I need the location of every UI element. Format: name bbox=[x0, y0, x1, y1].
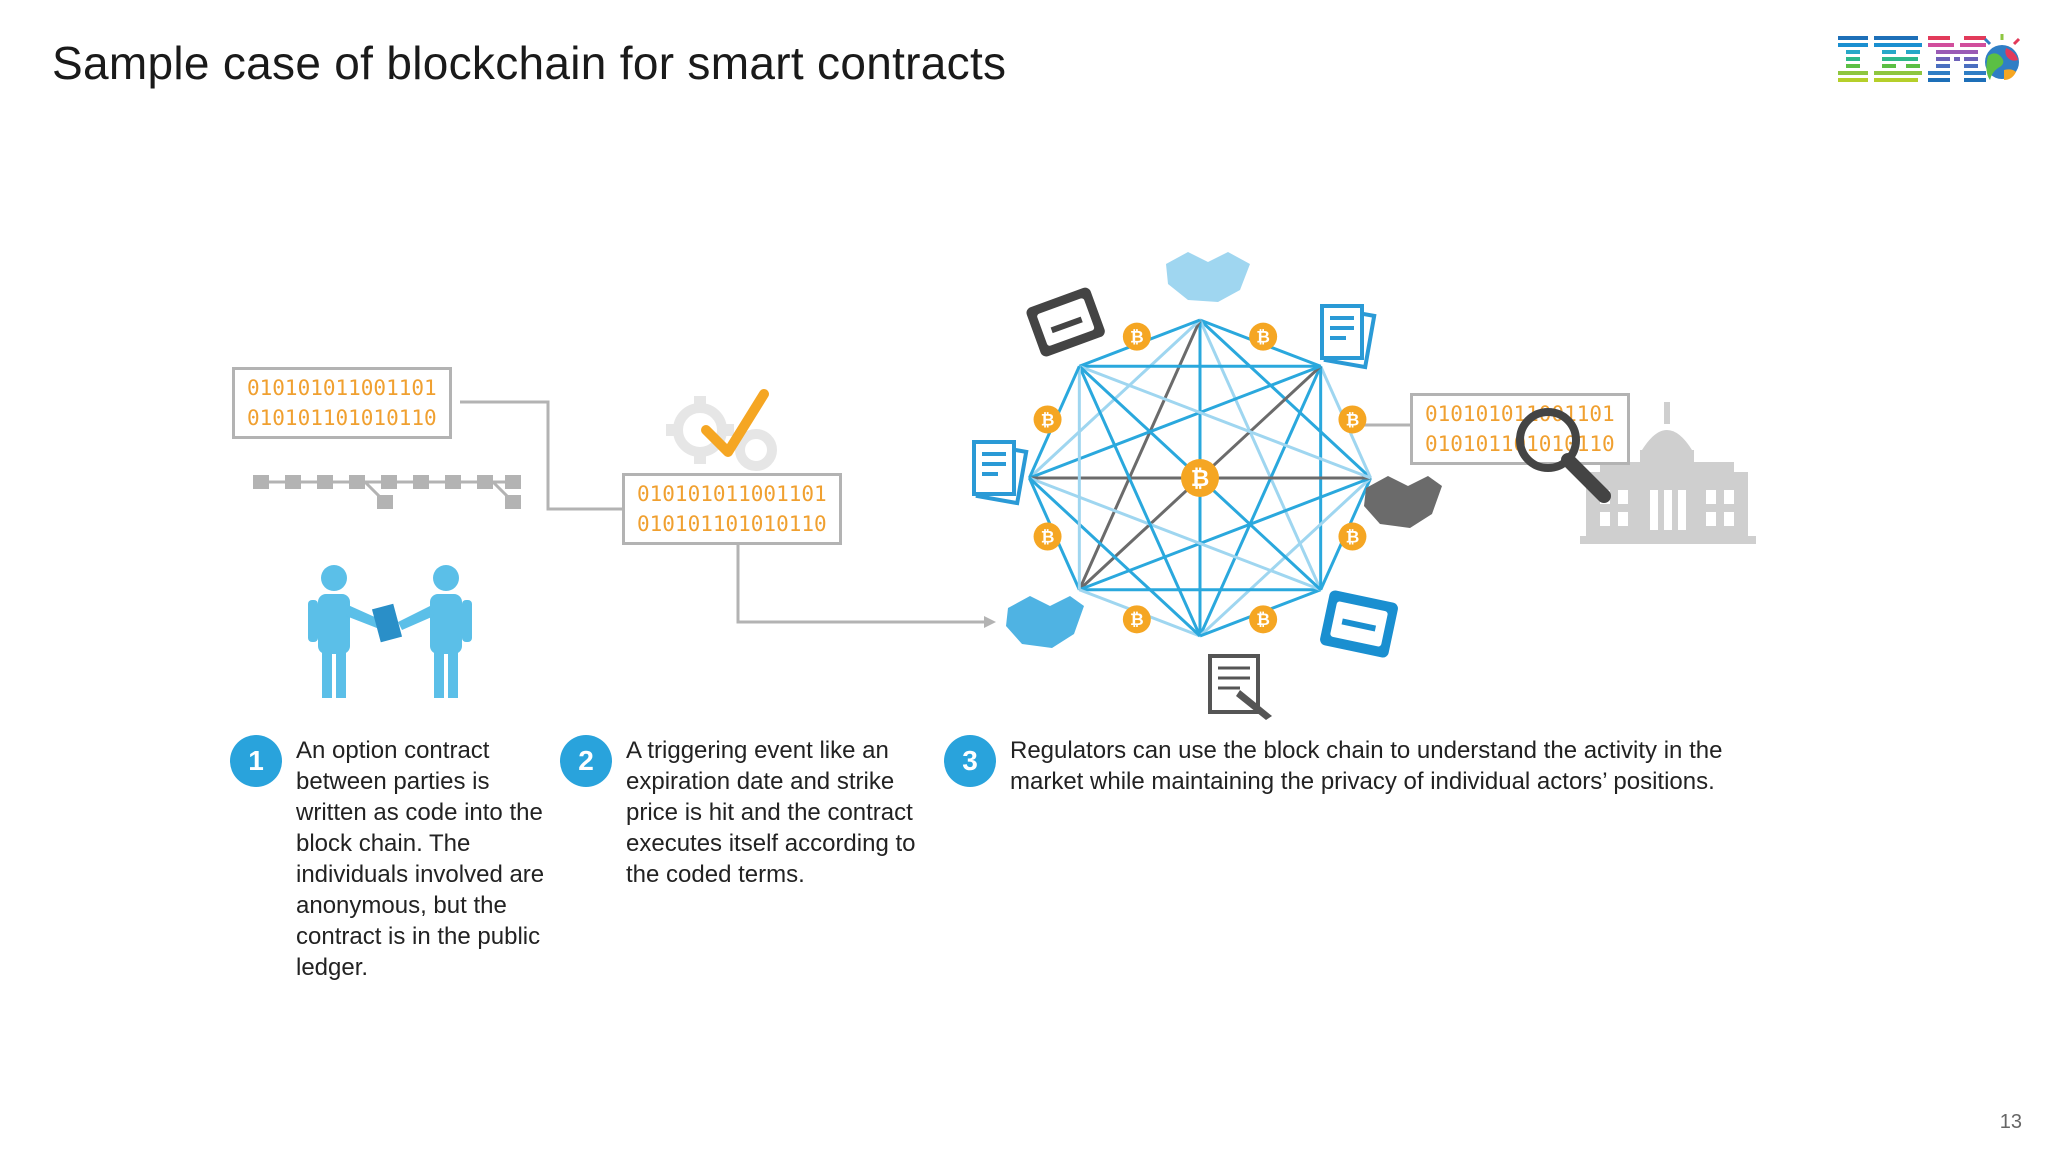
network-link bbox=[1077, 365, 1202, 637]
network-link bbox=[1078, 364, 1372, 480]
document-icon-top-right bbox=[1320, 304, 1377, 370]
binary-line-1: 010101011001101 bbox=[1425, 402, 1615, 426]
svg-text:₿: ₿ bbox=[1256, 327, 1270, 347]
bitcoin-coin-icon: ₿ bbox=[1249, 322, 1278, 351]
binary-line-2: 010101101010110 bbox=[247, 406, 437, 430]
bitcoin-coin-icon: ₿ bbox=[1033, 522, 1062, 551]
people-contract-icon bbox=[308, 565, 472, 698]
binary-line-2: 010101101010110 bbox=[637, 512, 827, 536]
bitcoin-coins: ₿ ₿ ₿ ₿ ₿ ₿ ₿ ₿ ₿ bbox=[1033, 322, 1367, 634]
magnifying-glass-icon bbox=[1516, 408, 1611, 503]
svg-text:₿: ₿ bbox=[1130, 609, 1144, 629]
step-3: 3 Regulators can use the block chain to … bbox=[944, 735, 1764, 797]
bitcoin-coin-icon: ₿ bbox=[1338, 405, 1367, 434]
checkmark-icon bbox=[701, 389, 769, 457]
svg-text:₿: ₿ bbox=[1346, 526, 1360, 546]
step-1: 1 An option contract between parties is … bbox=[230, 735, 550, 983]
document-icon-left bbox=[972, 440, 1029, 506]
government-building-icon bbox=[1580, 402, 1756, 544]
svg-text:₿: ₿ bbox=[1191, 466, 1210, 492]
certificate-icon-bottom-right bbox=[1320, 590, 1398, 658]
handshake-icon-bottom-left bbox=[1006, 596, 1084, 648]
step-2: 2 A triggering event like an expiration … bbox=[560, 735, 930, 890]
certificate-icon-top-left bbox=[1026, 287, 1105, 357]
connector-arrow-2 bbox=[736, 540, 990, 624]
page-number: 13 bbox=[1999, 1111, 2022, 1133]
step-description: An option contract between parties is wr… bbox=[296, 737, 545, 981]
step-number-badge: 2 bbox=[560, 735, 612, 787]
signed-document-icon-bottom bbox=[1208, 654, 1272, 720]
ibm-logo-stripes bbox=[1838, 36, 1986, 82]
step-description: A triggering event like an expiration da… bbox=[626, 737, 916, 888]
svg-text:₿: ₿ bbox=[1256, 609, 1270, 629]
gears-teeth bbox=[666, 396, 734, 464]
bitcoin-coin-icon: ₿ bbox=[1181, 459, 1219, 497]
network-link bbox=[1028, 476, 1202, 638]
svg-text:₿: ₿ bbox=[1041, 526, 1055, 546]
slide-title: Sample case of blockchain for smart cont… bbox=[52, 37, 1007, 89]
bitcoin-coin-icon: ₿ bbox=[1249, 605, 1278, 634]
binary-code-box-1: 010101011001101 010101101010110 bbox=[232, 367, 452, 439]
block-chain-icon bbox=[253, 475, 521, 509]
svg-text:₿: ₿ bbox=[1130, 327, 1144, 347]
ibm-logo bbox=[1836, 30, 2022, 95]
svg-text:₿: ₿ bbox=[1346, 409, 1360, 429]
bitcoin-coin-icon: ₿ bbox=[1338, 522, 1367, 551]
arrow-head bbox=[984, 616, 996, 628]
ibm-globe-icon bbox=[1983, 34, 2021, 80]
step-number-badge: 3 bbox=[944, 735, 996, 787]
step-description: Regulators can use the block chain to un… bbox=[1010, 737, 1723, 795]
binary-code-box-2: 010101011001101 010101101010110 bbox=[622, 473, 842, 545]
gears-icon bbox=[673, 403, 777, 471]
binary-line-1: 010101011001101 bbox=[247, 376, 437, 400]
step-number-badge: 1 bbox=[230, 735, 282, 787]
handshake-icon-top bbox=[1166, 252, 1250, 302]
bitcoin-coin-icon: ₿ bbox=[1122, 605, 1151, 634]
svg-text:₿: ₿ bbox=[1041, 409, 1055, 429]
connector-line-1 bbox=[460, 400, 622, 511]
bitcoin-coin-icon: ₿ bbox=[1033, 405, 1062, 434]
binary-line-1: 010101011001101 bbox=[637, 482, 827, 506]
handshake-icon-right bbox=[1364, 476, 1442, 528]
bitcoin-coin-icon: ₿ bbox=[1122, 322, 1151, 351]
